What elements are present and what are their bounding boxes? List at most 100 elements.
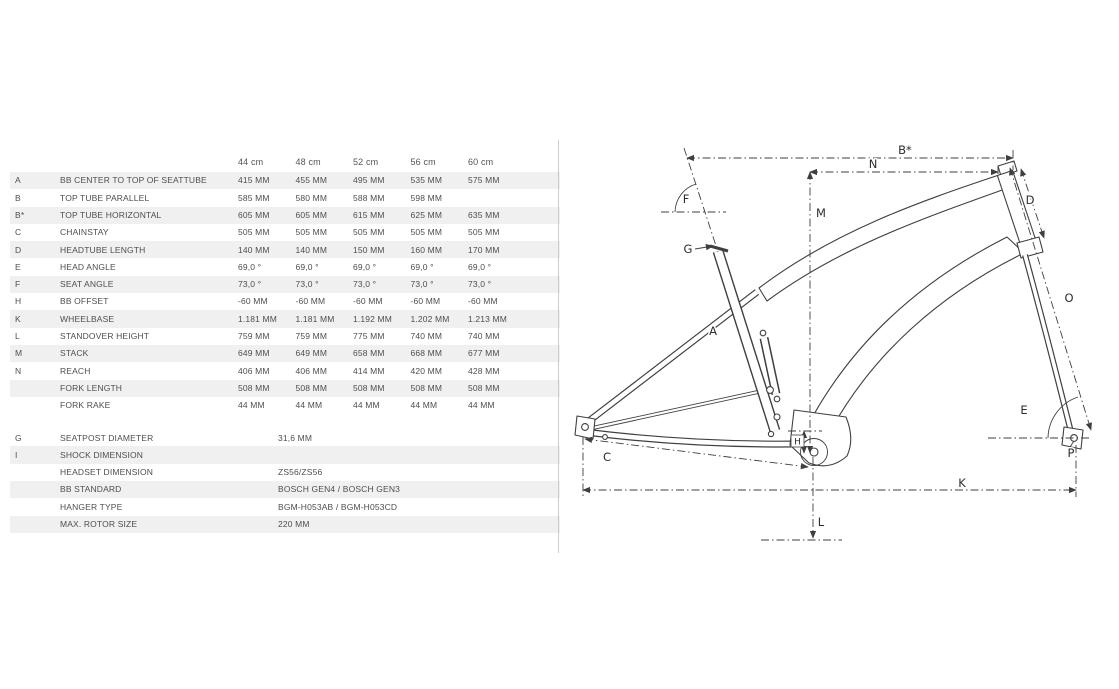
row-key: D <box>15 244 22 255</box>
row-value: 505 MM <box>410 227 443 238</box>
row-key: L <box>15 331 20 342</box>
row-value: 605 MM <box>295 209 328 220</box>
row-label: BB OFFSET <box>60 296 109 307</box>
rear-axle <box>581 423 589 431</box>
row-value: 415 MM <box>238 175 270 186</box>
row-value: 775 MM <box>353 331 385 342</box>
row-key: B <box>15 192 21 203</box>
top-tube <box>758 174 1006 302</box>
row-value: -60 MM <box>353 296 383 307</box>
row-label: SEAT ANGLE <box>60 279 114 290</box>
row-value: 140 MM <box>295 244 328 255</box>
row-value: 588 MM <box>353 192 385 203</box>
row-value: 406 MM <box>295 365 328 376</box>
row-value: 668 MM <box>410 348 443 359</box>
row-key: C <box>15 227 22 238</box>
row-value: 73,0 ° <box>410 279 434 290</box>
row-value: -60 MM <box>468 296 498 307</box>
row-value: 150 MM <box>353 244 385 255</box>
dim-label-g: G <box>684 242 693 256</box>
row-value: 740 MM <box>410 331 443 342</box>
dim-label-p: P <box>1068 446 1075 460</box>
row-key: H <box>15 296 22 307</box>
frame-drawing <box>574 160 1084 467</box>
row-value: 649 MM <box>238 348 270 359</box>
row-label: TOP TUBE PARALLEL <box>60 192 150 203</box>
row-value: 406 MM <box>238 365 270 376</box>
dim-label-n: N <box>869 157 878 171</box>
row-value: 414 MM <box>353 365 385 376</box>
row-value: 44 MM <box>353 400 380 411</box>
geometry-diagram: B* N M F G A D O E P H C K L <box>558 140 1092 553</box>
row-value: 31,6 MM <box>278 432 313 443</box>
row-value: 1.213 MM <box>468 313 507 324</box>
row-value: 69,0 ° <box>353 261 377 272</box>
row-key: B* <box>15 209 25 220</box>
dim-label-d: D <box>1026 193 1035 207</box>
row-key: E <box>15 261 21 272</box>
dim-label-o: O <box>1064 291 1073 305</box>
row-value: 585 MM <box>238 192 270 203</box>
row-key: I <box>15 449 18 460</box>
dim-label-a: A <box>709 324 717 338</box>
geometry-row: N REACH 406 MM 406 MM 414 MM 420 MM 428 MM <box>10 362 560 379</box>
row-label: CHAINSTAY <box>60 227 109 238</box>
row-label: REACH <box>60 365 91 376</box>
row-value: 580 MM <box>295 192 328 203</box>
row-key: N <box>15 365 22 376</box>
row-value: 69,0 ° <box>238 261 262 272</box>
row-value: ZS56/ZS56 <box>278 467 323 478</box>
row-value: 140 MM <box>238 244 270 255</box>
row-value: -60 MM <box>410 296 441 307</box>
row-value: 73,0 ° <box>295 279 319 290</box>
row-value: 508 MM <box>353 382 385 393</box>
size-header: 48 cm <box>295 156 321 167</box>
row-value: 575 MM <box>468 175 500 186</box>
row-value: 73,0 ° <box>468 279 492 290</box>
dim-label-m: M <box>816 206 826 220</box>
row-value: 44 MM <box>295 400 323 411</box>
row-value: 420 MM <box>410 365 443 376</box>
size-header: 52 cm <box>353 156 379 167</box>
row-value: 69,0 ° <box>295 261 319 272</box>
row-value: BGM-H053AB / BGM-H053CD <box>278 501 398 512</box>
row-value: 170 MM <box>468 244 500 255</box>
row-value: 428 MM <box>468 365 500 376</box>
dimension-lines <box>582 147 1092 541</box>
row-label: STACK <box>60 348 89 359</box>
row-value: 658 MM <box>353 348 385 359</box>
row-value: 505 MM <box>353 227 385 238</box>
row-value: 73,0 ° <box>238 279 262 290</box>
row-value: 1.202 MM <box>410 313 450 324</box>
row-label: FORK LENGTH <box>60 382 123 393</box>
row-label: TOP TUBE HORIZONTAL <box>60 209 162 220</box>
row-value: 220 MM <box>278 519 310 530</box>
row-key: M <box>15 348 23 359</box>
row-value: -60 MM <box>295 296 326 307</box>
row-value: 69,0 ° <box>410 261 434 272</box>
row-key: A <box>15 175 21 186</box>
row-label: BB STANDARD <box>60 484 122 495</box>
row-value: 740 MM <box>468 331 500 342</box>
bb-center <box>809 447 819 457</box>
row-value: 69,0 ° <box>468 261 492 272</box>
row-value: 508 MM <box>468 382 500 393</box>
row-key: F <box>15 279 21 290</box>
row-label: STANDOVER HEIGHT <box>60 331 150 342</box>
dim-label-e: E <box>1020 403 1027 417</box>
